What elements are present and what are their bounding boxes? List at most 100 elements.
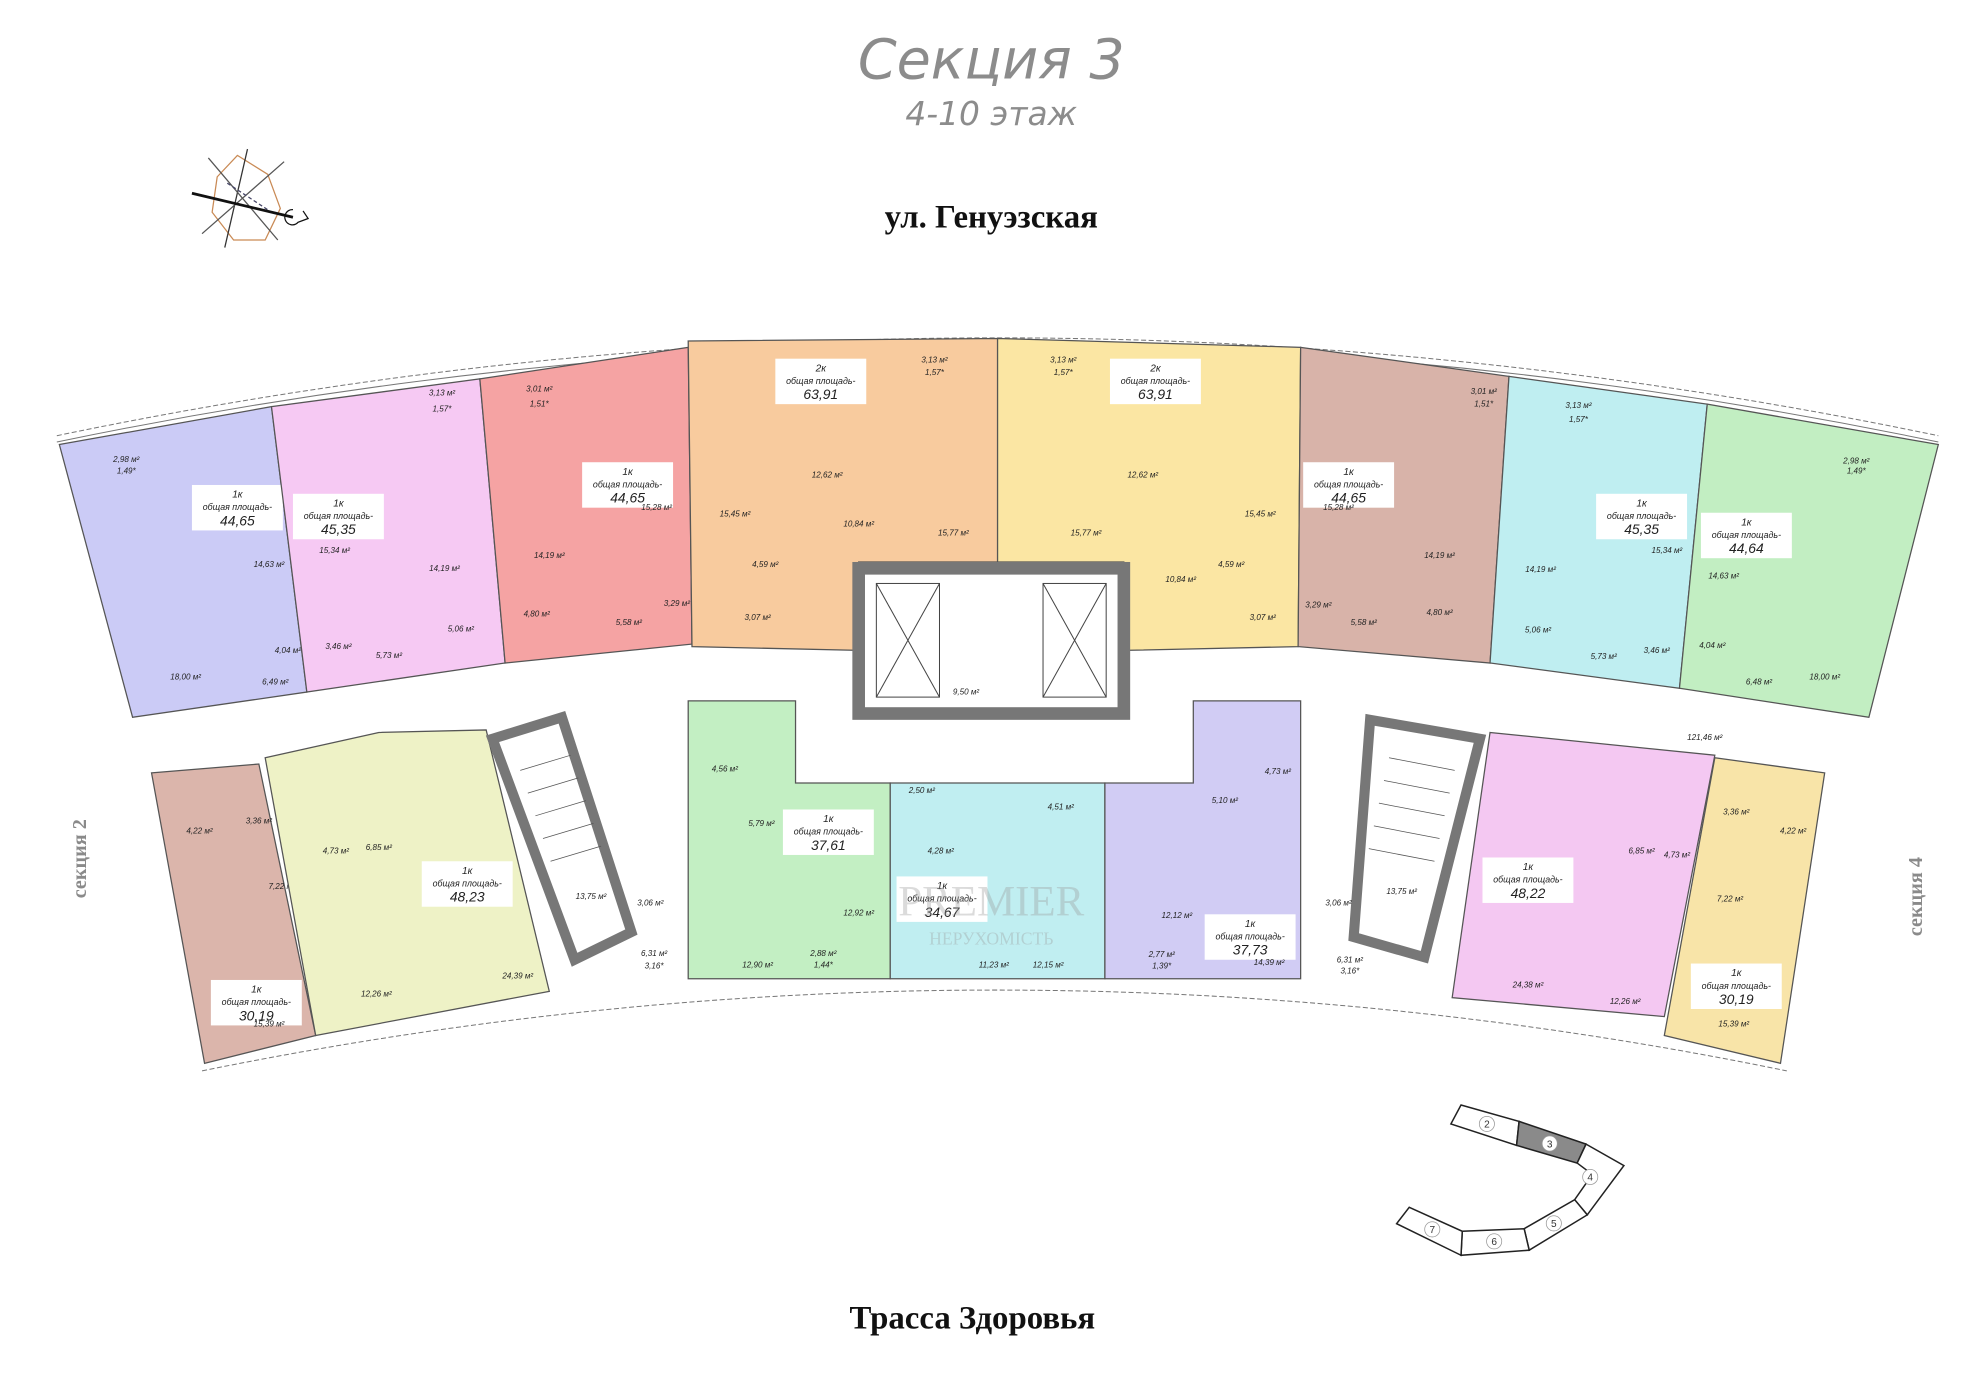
room-area-label: 1,49* (117, 467, 137, 476)
apartment-total-area: 63,91 (1138, 386, 1173, 402)
apartment-total-area: 34,67 (925, 904, 961, 920)
common-area-label: 6,31 м² (641, 949, 668, 958)
bottom-facade-line (201, 989, 1787, 1072)
room-area-label: 14,19 м² (1525, 565, 1556, 574)
room-area-label: 3,13 м² (429, 388, 456, 397)
room-area-label: 3,07 м² (745, 613, 772, 622)
apartment-label-box (191, 484, 283, 531)
room-area-label: 4,73 м² (1265, 767, 1292, 776)
room-area-label: 5,06 м² (448, 624, 475, 633)
apartment-area[interactable] (264, 729, 551, 1037)
room-area-label: 1,51* (1474, 400, 1494, 409)
room-area-label: 14,19 м² (1424, 551, 1455, 560)
area-caption: общая площадь- (304, 511, 373, 521)
key-plan-section-number: 6 (1491, 1237, 1497, 1248)
apartment-type: 1к (1741, 517, 1753, 528)
apartment-label-box (896, 876, 988, 922)
room-area-label: 12,92 м² (843, 909, 874, 918)
apartment-label-box (292, 493, 384, 540)
room-area-label: 15,34 м² (1651, 546, 1682, 555)
apartment-total-area: 44,65 (610, 490, 645, 506)
apartment-label-box (1482, 857, 1574, 903)
room-area-label: 24,39 м² (501, 972, 533, 981)
right-section-label: секция 4 (1905, 857, 1927, 936)
room-area-label: 3,46 м² (1644, 646, 1671, 655)
room-area-label: 3,01 м² (1471, 387, 1498, 396)
common-area-label: 3,06 м² (1325, 898, 1352, 907)
area-caption: общая площадь- (794, 827, 863, 837)
compass-rose-icon (191, 148, 310, 248)
apartment-total-area: 45,35 (1624, 521, 1659, 537)
room-area-label: 5,58 м² (1351, 618, 1378, 627)
room-area-label: 4,73 м² (323, 847, 350, 856)
area-caption: общая площадь- (222, 997, 291, 1007)
apartment-type: 2к (815, 363, 828, 374)
room-area-label: 12,90 м² (742, 960, 773, 969)
room-area-label: 12,62 м² (1127, 470, 1158, 479)
room-area-label: 3,29 м² (1305, 600, 1332, 609)
room-area-label: 2,88 м² (809, 949, 837, 958)
apartment-total-area: 48,23 (450, 889, 485, 905)
apartment-label-box (421, 861, 513, 907)
room-area-label: 4,73 м² (1664, 850, 1691, 859)
common-area-label: 6,31 м² (1337, 955, 1364, 964)
key-plan-section-number: 2 (1484, 1120, 1490, 1131)
room-area-label: 2,98 м² (112, 455, 140, 464)
apartment-label-box (1690, 963, 1782, 1010)
apartment-type: 1к (823, 814, 835, 825)
apartment-total-area: 37,61 (811, 837, 846, 853)
elevator-shaft-right (1042, 582, 1107, 698)
apartment-type: 1к (1245, 919, 1257, 930)
room-area-label: 3,46 м² (325, 642, 352, 651)
area-caption: общая площадь- (1607, 511, 1676, 521)
apartment-label-box (775, 358, 867, 405)
apartment-total-area: 37,73 (1233, 942, 1268, 958)
common-area-label: 3,16* (1340, 967, 1360, 976)
common-area-label: 13,75 м² (1386, 887, 1417, 896)
key-plan-section: 3 (1515, 1120, 1588, 1164)
staircase-left (485, 711, 638, 967)
apartment-total-area: 45,35 (321, 521, 356, 537)
room-area-label: 3,36 м² (1723, 808, 1750, 817)
room-area-label: 10,84 м² (1165, 575, 1196, 584)
room-area-label: 4,22 м² (1780, 826, 1807, 835)
room-area-label: 3,01 м² (526, 385, 553, 394)
common-area-label: 3,16* (645, 962, 665, 971)
elevator-shaft-left (875, 582, 940, 698)
room-area-label: 4,59 м² (1218, 560, 1245, 569)
key-plan-section: 6 (1460, 1227, 1531, 1257)
room-area-label: 15,45 м² (1245, 510, 1276, 519)
room-area-label: 3,13 м² (1565, 401, 1592, 410)
apartment-type: 1к (1636, 498, 1648, 509)
room-area-label: 14,19 м² (534, 551, 565, 560)
apartment-type: 1к (1343, 467, 1355, 478)
apartment-area[interactable] (1104, 700, 1302, 980)
apartment-area[interactable] (1451, 731, 1716, 1018)
area-caption: общая площадь- (1702, 981, 1771, 991)
apartment-type: 1к (1523, 862, 1535, 873)
room-area-label: 12,26 м² (361, 989, 392, 998)
room-area-label: 3,36 м² (246, 816, 273, 825)
room-area-label: 4,04 м² (1699, 641, 1726, 650)
apartment-type: 1к (462, 866, 474, 877)
left-section-label: секция 2 (69, 819, 91, 898)
area-caption: общая площадь- (593, 479, 662, 489)
apartment-area[interactable] (1678, 403, 1940, 719)
apartment-label-box (1303, 462, 1395, 508)
elevator-core (852, 561, 1131, 720)
